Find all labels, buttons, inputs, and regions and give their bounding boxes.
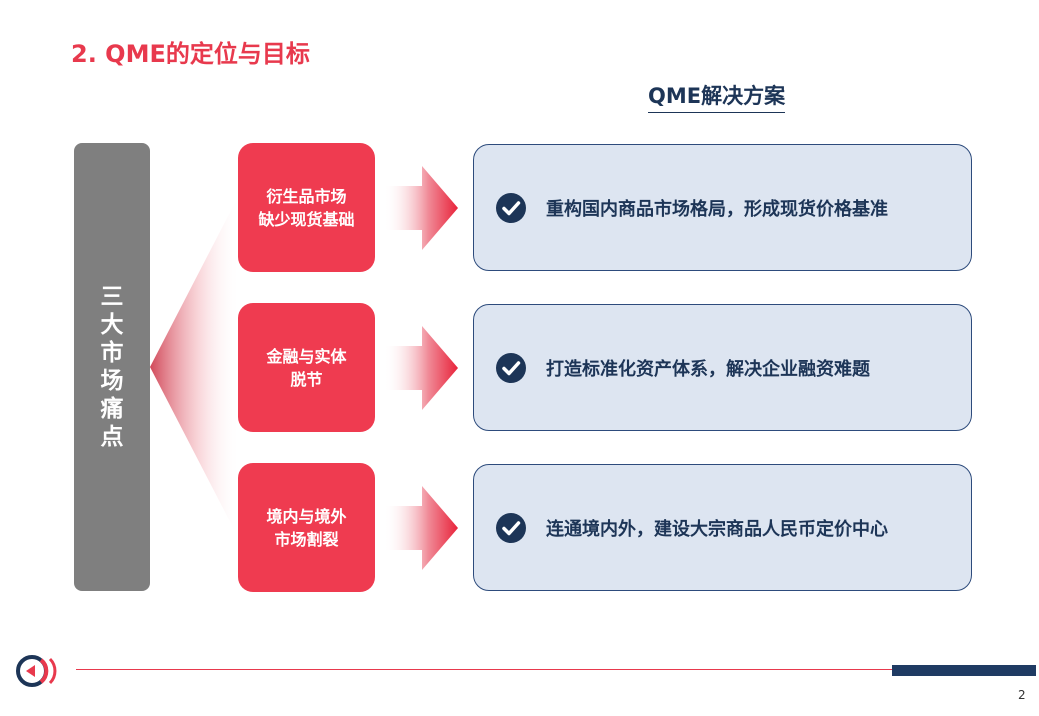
problem-line: 脱节	[290, 369, 323, 389]
problem-box-finance: 金融与实体 脱节	[238, 303, 375, 432]
pain-points-char: 痛	[100, 396, 124, 422]
pain-points-char: 场	[100, 368, 124, 394]
slide-title: 2. QME的定位与目标	[71, 40, 310, 68]
fan-connector	[150, 193, 240, 541]
problem-line: 衍生品市场	[266, 186, 347, 206]
qme-logo-icon	[16, 655, 57, 687]
problem-line: 金融与实体	[266, 346, 347, 366]
page-number: 2	[1018, 688, 1026, 702]
right-arrow-icon	[384, 486, 458, 570]
problem-line: 境内与境外	[266, 506, 347, 526]
solution-text: 打造标准化资产体系，解决企业融资难题	[546, 358, 870, 380]
pain-points-char: 三	[100, 284, 124, 310]
check-circle-icon	[496, 512, 526, 543]
footer-accent-bar	[892, 665, 1036, 676]
right-arrow-icon	[384, 326, 458, 410]
footer-divider	[76, 669, 894, 670]
problem-box-derivatives: 衍生品市场 缺少现货基础	[238, 143, 375, 272]
solution-box-pricing-center: 连通境内外，建设大宗商品人民币定价中心	[473, 464, 972, 591]
check-circle-icon	[496, 352, 526, 383]
pain-points-char: 市	[100, 340, 124, 366]
pain-points-bar: 三 大 市 场 痛 点	[74, 143, 150, 591]
problem-line: 市场割裂	[274, 529, 339, 549]
check-circle-icon	[496, 192, 526, 223]
problem-box-crossborder: 境内与境外 市场割裂	[238, 463, 375, 592]
problem-line: 缺少现货基础	[258, 209, 355, 229]
pain-points-char: 大	[100, 312, 124, 338]
pain-points-char: 点	[100, 424, 124, 450]
solution-box-asset-system: 打造标准化资产体系，解决企业融资难题	[473, 304, 972, 431]
solution-box-price-benchmark: 重构国内商品市场格局，形成现货价格基准	[473, 144, 972, 271]
section-heading: QME解决方案	[648, 80, 786, 113]
solution-text: 重构国内商品市场格局，形成现货价格基准	[546, 198, 888, 220]
solution-text: 连通境内外，建设大宗商品人民币定价中心	[546, 518, 888, 540]
right-arrow-icon	[384, 166, 458, 250]
